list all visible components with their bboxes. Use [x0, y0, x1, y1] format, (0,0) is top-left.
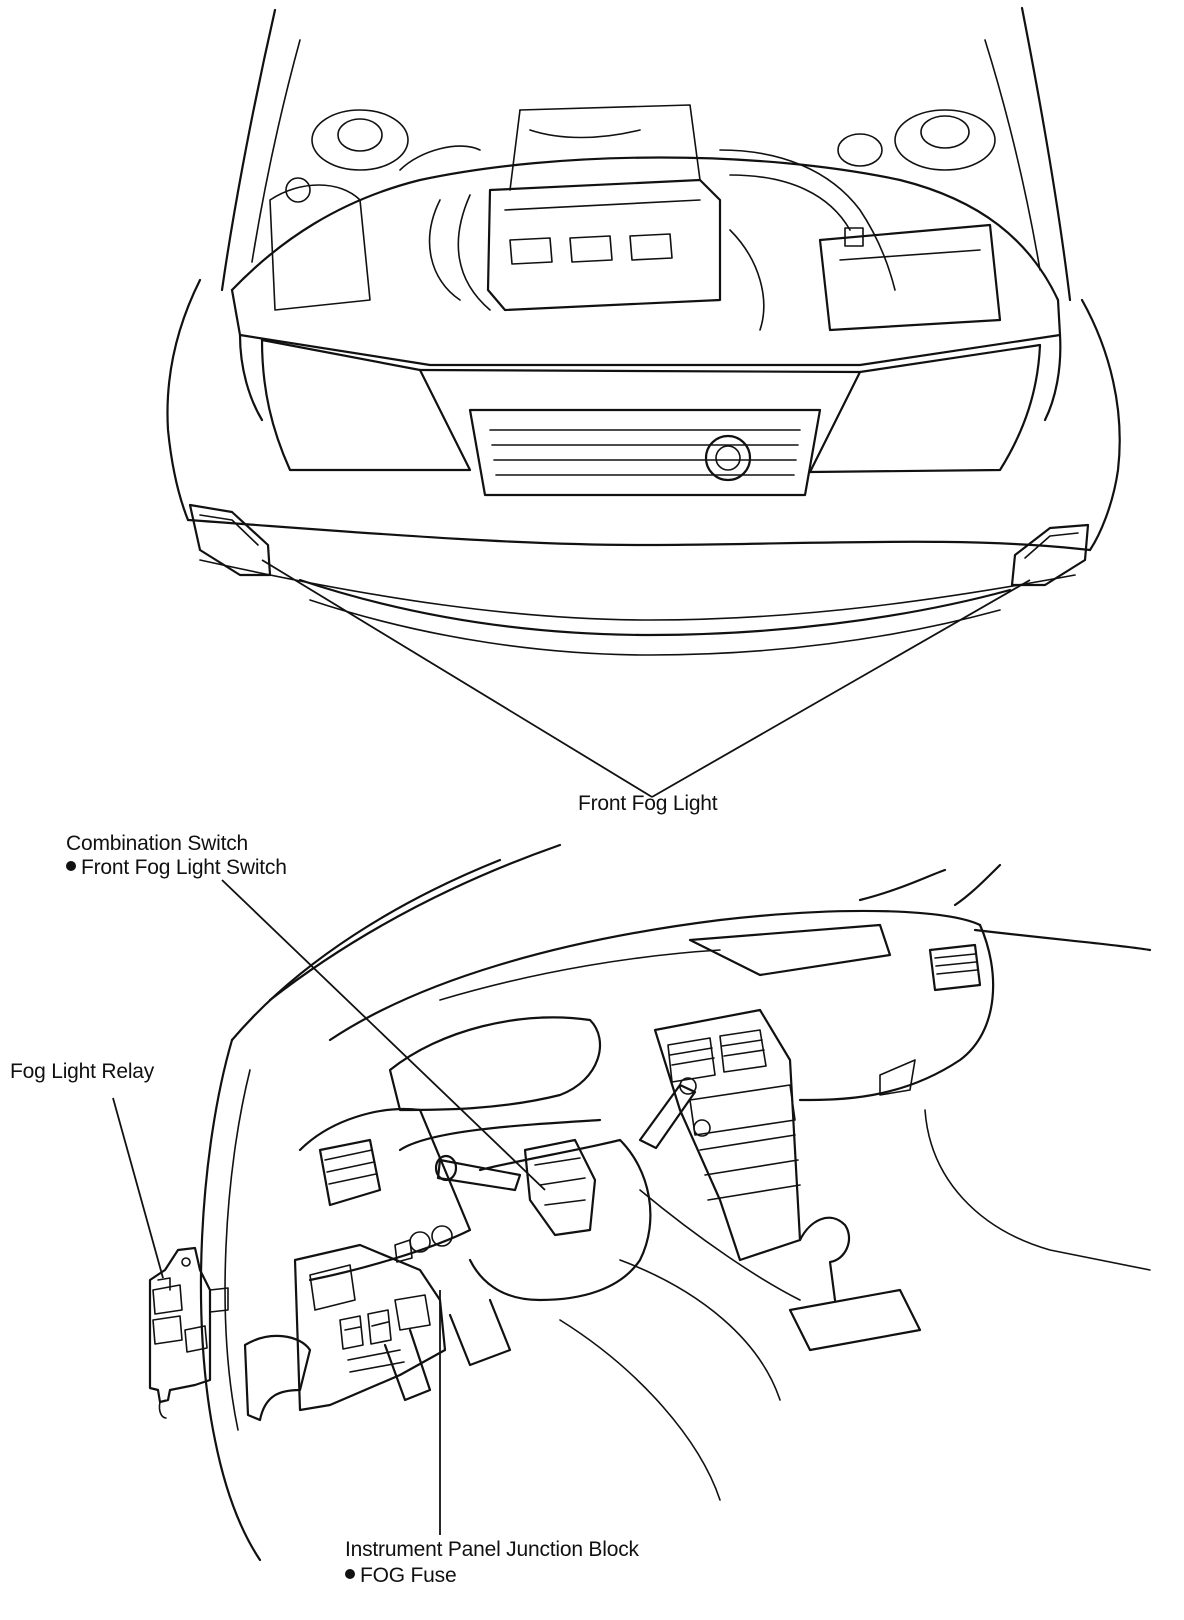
combination-switch — [434, 1077, 697, 1237]
front-fog-light-leader-left — [261, 559, 653, 798]
junction-block-sub-text: FOG Fuse — [360, 1564, 457, 1587]
junction-block-label: Instrument Panel Junction Block — [345, 1538, 639, 1561]
front-fog-light-left — [188, 503, 272, 577]
front-fog-light-right — [1010, 523, 1090, 587]
combination-switch-leader — [221, 879, 546, 1191]
bullet-icon — [345, 1569, 355, 1579]
instrument-panel-illustration — [148, 843, 1152, 1562]
fog-light-relay-leader — [112, 1097, 164, 1279]
bullet-icon — [66, 861, 76, 871]
junction-block-sub-label: FOG Fuse — [345, 1564, 457, 1588]
combination-switch-sub-text: Front Fog Light Switch — [81, 856, 287, 879]
combination-switch-label: Combination Switch — [66, 832, 248, 855]
combination-switch-sub-label: Front Fog Light Switch — [66, 856, 287, 880]
instrument-panel-junction-block — [243, 1243, 447, 1422]
fog-light-relay — [148, 1246, 229, 1419]
vehicle-front-illustration — [166, 6, 1121, 656]
front-fog-light-leader-right — [651, 579, 1031, 798]
fog-light-relay-label: Fog Light Relay — [10, 1060, 155, 1083]
front-fog-light-label: Front Fog Light — [578, 792, 718, 815]
